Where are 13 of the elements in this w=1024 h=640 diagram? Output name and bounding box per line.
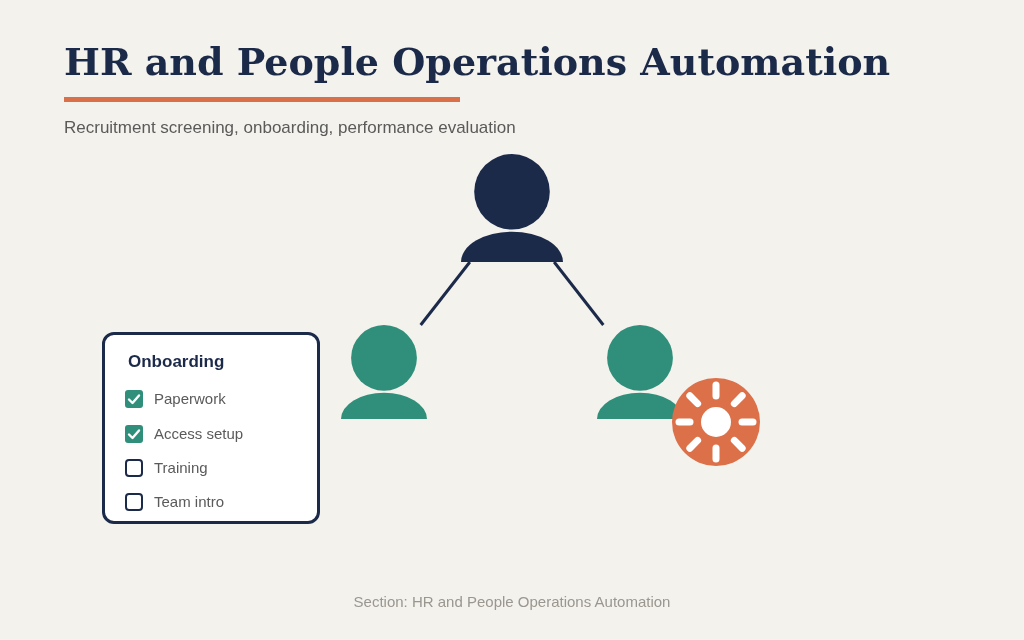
person-silhouette xyxy=(461,154,563,262)
checklist-title: Onboarding xyxy=(128,352,225,372)
checklist-item: Paperwork xyxy=(154,389,226,409)
checklist-item: Training xyxy=(154,458,208,478)
title: HR and People Operations Automation xyxy=(64,39,891,85)
subtitle: Recruitment screening, onboarding, performance evaluation xyxy=(64,118,516,138)
checklist-card xyxy=(102,332,320,524)
connector-line xyxy=(419,261,472,326)
caption: Section: HR and People Operations Automation xyxy=(353,593,671,611)
checklist-item: Team intro xyxy=(154,492,225,512)
checklist-item: Access setup xyxy=(154,424,244,444)
connector-line xyxy=(552,261,605,326)
person-silhouette xyxy=(341,325,427,419)
